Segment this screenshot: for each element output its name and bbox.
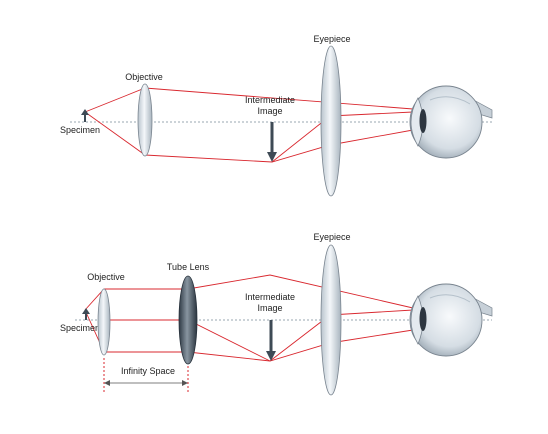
top-objective-label: Objective — [125, 72, 163, 82]
bottom-light-rays — [84, 274, 414, 362]
top-specimen-arrow — [81, 109, 89, 122]
top-intermediate-label-line1: Intermediate — [245, 95, 295, 105]
top-eyepiece-lens — [320, 45, 342, 197]
top-objective-lens — [137, 83, 153, 157]
top-intermediate-label-line2: Image — [257, 106, 282, 116]
bottom-intermediate-label-line2: Image — [257, 303, 282, 313]
bottom-diagram: Specimen Objective Tube Lens Infinity Sp… — [60, 232, 493, 396]
bottom-tube-lens-label: Tube Lens — [167, 262, 210, 272]
top-eye-icon — [409, 85, 493, 159]
top-diagram: Specimen Objective Intermediate Image Ey… — [60, 34, 493, 197]
bottom-eyepiece-label: Eyepiece — [313, 232, 350, 242]
infinity-space-marker — [103, 358, 189, 394]
top-intermediate-image-arrow — [267, 122, 277, 162]
bottom-specimen-arrow — [82, 308, 90, 320]
bottom-eye-icon — [409, 283, 493, 357]
infinity-space-label: Infinity Space — [121, 366, 175, 376]
top-eyepiece-label: Eyepiece — [313, 34, 350, 44]
bottom-eyepiece-lens — [320, 244, 342, 396]
bottom-objective-label: Objective — [87, 272, 125, 282]
bottom-specimen-label: Specimen — [60, 323, 100, 333]
bottom-intermediate-label-line1: Intermediate — [245, 292, 295, 302]
bottom-objective-lens — [97, 288, 111, 356]
bottom-tube-lens — [178, 275, 198, 365]
bottom-intermediate-image-arrow — [266, 320, 276, 361]
top-specimen-label: Specimen — [60, 125, 100, 135]
